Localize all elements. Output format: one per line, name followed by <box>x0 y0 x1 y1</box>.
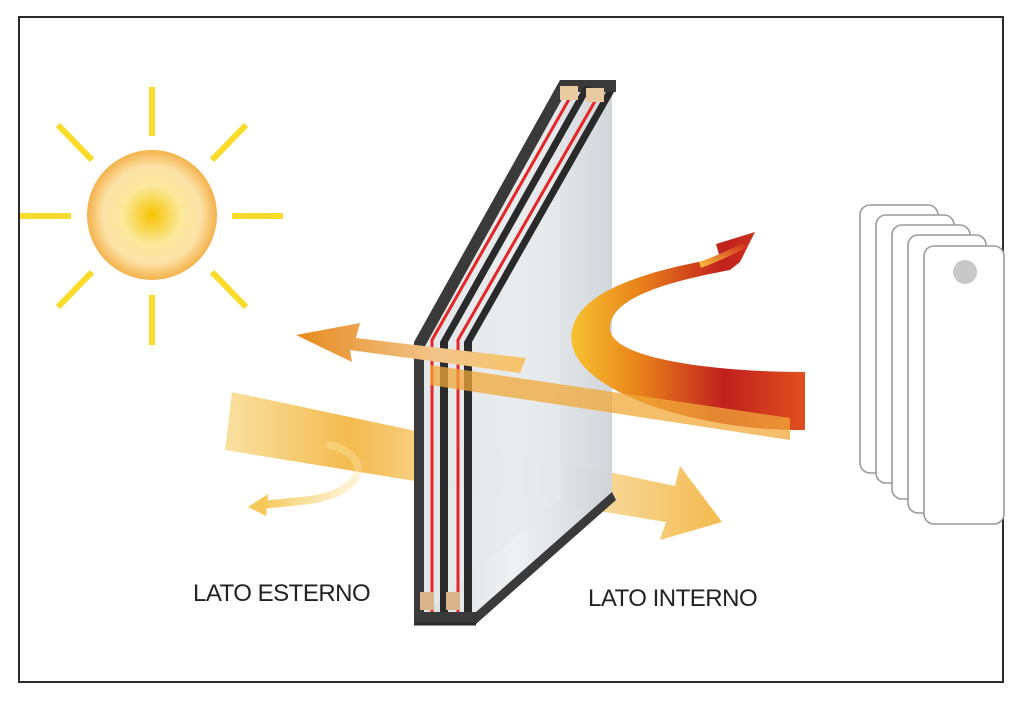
sun-icon <box>20 87 283 345</box>
outer-side-label: LATO ESTERNO <box>193 580 371 607</box>
double-glazing-icon <box>414 80 616 626</box>
inner-side-label: LATO INTERNO <box>588 585 758 612</box>
heat-band <box>430 365 790 440</box>
radiator-icon <box>859 204 1005 525</box>
heat-retention-arrow <box>571 232 805 431</box>
light-reflection-arrow <box>248 441 362 516</box>
heat-reflection-left-arrow <box>296 323 526 373</box>
